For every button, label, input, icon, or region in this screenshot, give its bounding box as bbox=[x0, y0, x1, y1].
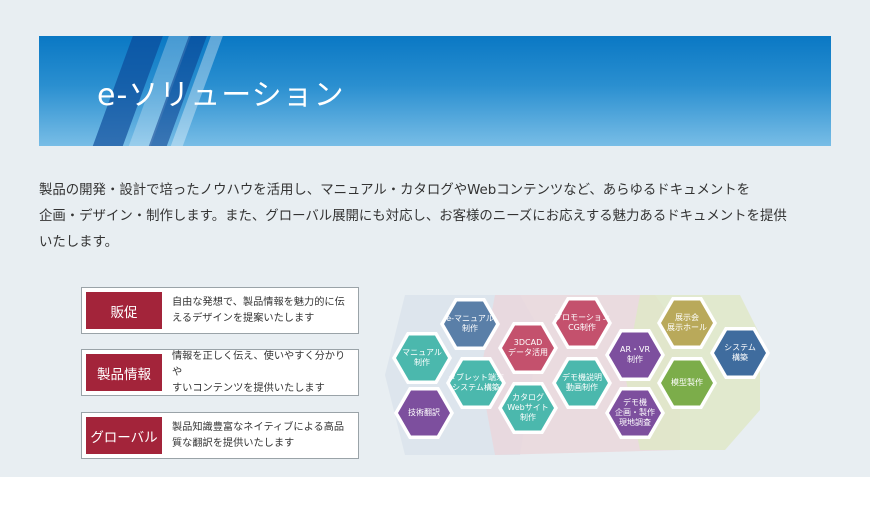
service-box-global: グローバル 製品知識豊富なネイティブによる高品 質な翻訳を提供いたします bbox=[81, 412, 359, 459]
hexagon-label-line: デモ機 bbox=[623, 398, 647, 407]
hexagon-label-line: AR・VR bbox=[619, 345, 651, 354]
service-desc-line: 自由な発想で、製品情報を魅力的に伝 bbox=[172, 296, 345, 308]
service-label: 販促 bbox=[86, 292, 162, 329]
hexagon-label-line: 展示会 bbox=[675, 313, 699, 322]
hexagon-label-line: 3DCAD bbox=[513, 338, 543, 347]
service-desc-line: すいコンテンツを提供いたします bbox=[172, 382, 325, 394]
hexagon-label-line: データ活用 bbox=[508, 348, 548, 357]
hexagon-label-demo_machine: デモ機企画・製作現地調査 bbox=[607, 398, 663, 428]
hexagon-tablet bbox=[450, 360, 502, 406]
hexagon-label-line: プロモーション bbox=[554, 313, 610, 322]
hexagon-system bbox=[714, 330, 766, 376]
hexagon-label-line: 制作 bbox=[520, 413, 536, 422]
hexagon-demo_machine bbox=[609, 390, 661, 436]
service-desc-line: 製品知識豊富なネイティブによる高品 bbox=[172, 421, 345, 433]
hexagon-label-line: 制作 bbox=[627, 355, 643, 364]
page-title: e-ソリューション bbox=[97, 78, 345, 113]
hexagon-promo bbox=[556, 300, 608, 346]
service-label: グローバル bbox=[86, 417, 162, 454]
service-description: 情報を正しく伝え、使いやすく分かりや すいコンテンツを提供いたします bbox=[172, 349, 352, 397]
intro-line: 製品の開発・設計で培ったノウハウを活用し、マニュアル・カタログやWebコンテンツ… bbox=[39, 183, 751, 198]
hexagon-label-line: CG制作 bbox=[568, 323, 596, 332]
hexagon-demo_video bbox=[556, 360, 608, 406]
hexagon-label-line: システム bbox=[724, 343, 756, 352]
hexagon-label-demo_video: デモ機説明動画制作 bbox=[554, 373, 610, 393]
hexagon-label-line: 動画制作 bbox=[566, 383, 598, 392]
intro-line: いたします。 bbox=[39, 235, 119, 250]
service-box-promotion: 販促 自由な発想で、製品情報を魅力的に伝 えるデザインを提案いたします bbox=[81, 287, 359, 334]
hexagon-label-tablet: タブレット端末システム構築 bbox=[448, 373, 504, 393]
hexagon-model bbox=[661, 360, 713, 406]
hexagon-label-line: 模型製作 bbox=[671, 378, 703, 387]
hexagon-tech bbox=[398, 390, 450, 436]
hexagon-exhibit bbox=[661, 300, 713, 346]
hexagon-emanual bbox=[444, 301, 496, 347]
hexagon-cad bbox=[502, 325, 554, 371]
hexagon-label-line: 構築 bbox=[732, 353, 748, 362]
hexagon-label-line: e-マニュアル bbox=[446, 314, 494, 323]
header-banner: e-ソリューション bbox=[39, 36, 831, 146]
hexagon-label-system: システム構築 bbox=[712, 343, 768, 363]
hexagon-arvr bbox=[609, 332, 661, 378]
hexagon-label-line: マニュアル bbox=[402, 348, 442, 357]
hexagon-label-line: 制作 bbox=[414, 358, 430, 367]
service-box-product-info: 製品情報 情報を正しく伝え、使いやすく分かりや すいコンテンツを提供いたします bbox=[81, 349, 359, 396]
hexagon-label-emanual: e-マニュアル制作 bbox=[442, 314, 498, 334]
hexagon-label-model: 模型製作 bbox=[659, 378, 715, 388]
service-desc-line: 質な翻訳を提供いたします bbox=[172, 437, 295, 449]
service-desc-line: 情報を正しく伝え、使いやすく分かりや bbox=[172, 350, 346, 378]
service-description: 製品知識豊富なネイティブによる高品 質な翻訳を提供いたします bbox=[172, 420, 352, 452]
hexagon-label-exhibit: 展示会展示ホール bbox=[659, 313, 715, 333]
service-description: 自由な発想で、製品情報を魅力的に伝 えるデザインを提案いたします bbox=[172, 295, 352, 327]
hexagon-label-line: 展示ホール bbox=[667, 323, 707, 332]
intro-text: 製品の開発・設計で培ったノウハウを活用し、マニュアル・カタログやWebコンテンツ… bbox=[39, 178, 829, 256]
hexagon-label-line: 制作 bbox=[462, 324, 478, 333]
hexagon-label-manual: マニュアル制作 bbox=[394, 348, 450, 368]
hexagon-label-line: Webサイト bbox=[507, 403, 549, 412]
hexagon-label-line: カタログ bbox=[512, 393, 544, 402]
hexagon-manual bbox=[396, 335, 448, 381]
hexagon-label-line: 現地調査 bbox=[619, 418, 651, 427]
hexagon-catalog bbox=[502, 385, 554, 431]
hexagon-label-tech: 技術翻訳 bbox=[396, 408, 452, 418]
service-desc-line: えるデザインを提案いたします bbox=[172, 312, 315, 324]
hexagon-graphic bbox=[385, 295, 770, 455]
intro-line: 企画・デザイン・制作します。また、グローバル展開にも対応し、お客様のニーズにお応… bbox=[39, 209, 787, 224]
hexagon-label-line: 企画・製作 bbox=[615, 408, 655, 417]
hexagon-label-line: タブレット端末 bbox=[448, 373, 504, 382]
service-label: 製品情報 bbox=[86, 354, 162, 391]
hexagon-label-line: デモ機説明 bbox=[562, 373, 602, 382]
hexagon-label-line: 技術翻訳 bbox=[408, 408, 440, 417]
hexagon-label-line: システム構築 bbox=[452, 383, 500, 392]
